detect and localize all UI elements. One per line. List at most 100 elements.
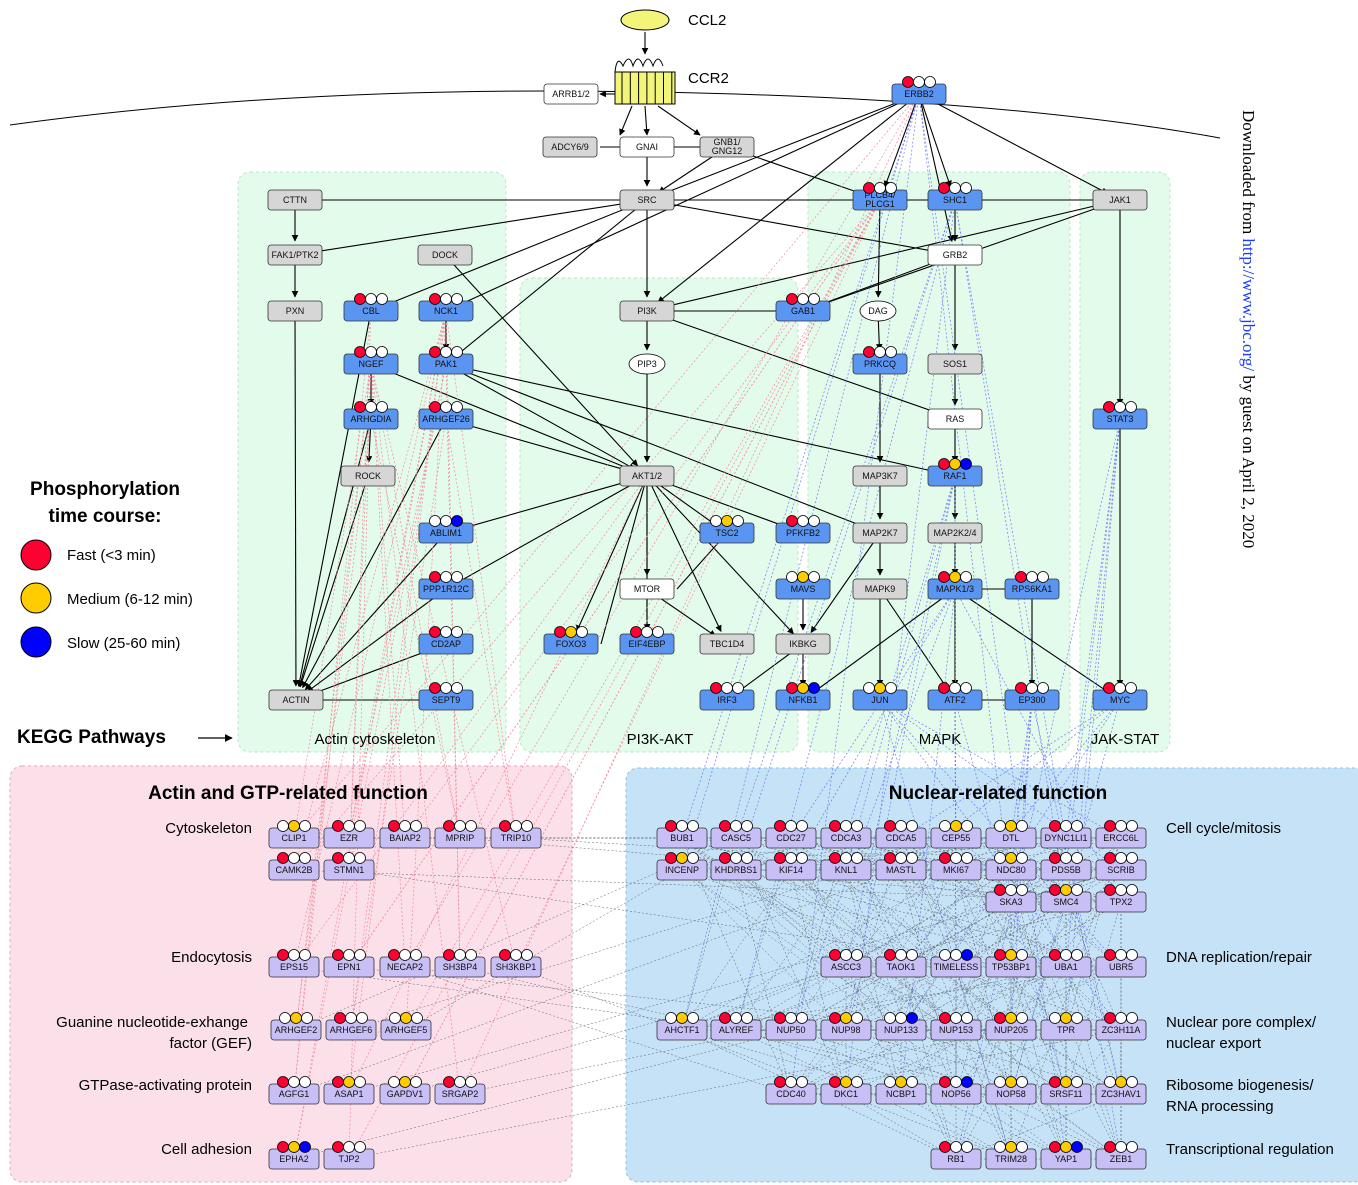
node-ablim1[interactable]: ABLIM1 — [418, 515, 474, 544]
node-rps6ka1[interactable]: RPS6KA1 — [1004, 571, 1060, 600]
node-nup133[interactable]: NUP133 — [875, 1012, 927, 1041]
node-tp53bp1[interactable]: TP53BP1 — [985, 949, 1037, 978]
node-prkcq[interactable]: PRKCQ — [852, 346, 908, 375]
node-necap2[interactable]: NECAP2 — [379, 949, 431, 978]
node-mki67[interactable]: MKI67 — [930, 852, 982, 881]
node-ska3[interactable]: SKA3 — [985, 884, 1037, 913]
node-ezr[interactable]: EZR — [323, 820, 375, 849]
node-srgap2[interactable]: SRGAP2 — [434, 1076, 486, 1105]
node-fak1-ptk2[interactable]: FAK1/PTK2 — [267, 244, 323, 266]
node-nup153[interactable]: NUP153 — [930, 1012, 982, 1041]
node-ppp1r12c[interactable]: PPP1R12C — [418, 571, 474, 600]
node-sos1[interactable]: SOS1 — [927, 353, 983, 375]
node-nfkb1[interactable]: NFKB1 — [775, 682, 831, 711]
node-dkc1[interactable]: DKC1 — [820, 1076, 872, 1105]
node-mapk1-3[interactable]: MAPK1/3 — [927, 571, 983, 600]
node-src[interactable]: SRC — [619, 189, 675, 211]
node-sh3bp4[interactable]: SH3BP4 — [434, 949, 486, 978]
node-plcb4-plcg1[interactable]: PLCB4/PLCG1 — [852, 182, 908, 211]
node-pds5b[interactable]: PDS5B — [1040, 852, 1092, 881]
node-nop56[interactable]: NOP56 — [930, 1076, 982, 1105]
node-ncbp1[interactable]: NCBP1 — [875, 1076, 927, 1105]
node-stat3[interactable]: STAT3 — [1092, 401, 1148, 430]
node-jak1[interactable]: JAK1 — [1092, 189, 1148, 211]
node-cbl[interactable]: CBL — [343, 293, 399, 322]
node-ngef[interactable]: NGEF — [343, 346, 399, 375]
node-nop58[interactable]: NOP58 — [985, 1076, 1037, 1105]
node-erbb2[interactable]: ERBB2 — [891, 76, 947, 105]
node-tpx2[interactable]: TPX2 — [1095, 884, 1147, 913]
node-arhgef5[interactable]: ARHGEF5 — [380, 1012, 432, 1041]
node-srsf11[interactable]: SRSF11 — [1040, 1076, 1092, 1105]
node-epn1[interactable]: EPN1 — [323, 949, 375, 978]
node-cdca5[interactable]: CDCA5 — [875, 820, 927, 849]
node-mtor[interactable]: MTOR — [619, 578, 675, 600]
node-cdc27[interactable]: CDC27 — [765, 820, 817, 849]
node-ercc6l[interactable]: ERCC6L — [1095, 820, 1147, 849]
node-shc1[interactable]: SHC1 — [927, 182, 983, 211]
node-agfg1[interactable]: AGFG1 — [268, 1076, 320, 1105]
node-mastl[interactable]: MASTL — [875, 852, 927, 881]
node-tsc2[interactable]: TSC2 — [699, 515, 755, 544]
node-alyref[interactable]: ALYREF — [710, 1012, 762, 1041]
node-foxo3[interactable]: FOXO3 — [543, 626, 599, 655]
node-akt1-2[interactable]: AKT1/2 — [619, 465, 675, 487]
node-zc3hav1[interactable]: ZC3HAV1 — [1095, 1076, 1147, 1105]
node-irf3[interactable]: IRF3 — [699, 682, 755, 711]
node-ep300[interactable]: EP300 — [1004, 682, 1060, 711]
node-gnb1-gng12[interactable]: GNB1/GNG12 — [699, 136, 755, 158]
node-casc5[interactable]: CASC5 — [710, 820, 762, 849]
node-pak1[interactable]: PAK1 — [418, 346, 474, 375]
node-pxn[interactable]: PXN — [267, 300, 323, 322]
node-epha2[interactable]: EPHA2 — [268, 1141, 320, 1170]
node-arhgef26[interactable]: ARHGEF26 — [418, 401, 474, 430]
node-cd2ap[interactable]: CD2AP — [418, 626, 474, 655]
node-cdca3[interactable]: CDCA3 — [820, 820, 872, 849]
node-arrb1-2[interactable]: ARRB1/2 — [543, 83, 599, 105]
node-eps15[interactable]: EPS15 — [268, 949, 320, 978]
node-pfkfb2[interactable]: PFKFB2 — [775, 515, 831, 544]
node-taok1[interactable]: TAOK1 — [875, 949, 927, 978]
node-mapk9[interactable]: MAPK9 — [852, 578, 908, 600]
node-cep55[interactable]: CEP55 — [930, 820, 982, 849]
node-scrib[interactable]: SCRIB — [1095, 852, 1147, 881]
node-mavs[interactable]: MAVS — [775, 571, 831, 600]
node-ascc3[interactable]: ASCC3 — [820, 949, 872, 978]
node-dag[interactable]: DAG — [859, 300, 897, 322]
node-clip1[interactable]: CLIP1 — [268, 820, 320, 849]
node-zeb1[interactable]: ZEB1 — [1095, 1141, 1147, 1170]
node-ubr5[interactable]: UBR5 — [1095, 949, 1147, 978]
node-bub1[interactable]: BUB1 — [656, 820, 708, 849]
watermark-link[interactable]: http://www.jbc.org/ — [1239, 238, 1258, 372]
node-gnai[interactable]: GNAI — [619, 136, 675, 158]
node-myc[interactable]: MYC — [1092, 682, 1148, 711]
node-uba1[interactable]: UBA1 — [1040, 949, 1092, 978]
node-dtl[interactable]: DTL — [985, 820, 1037, 849]
node-cttn[interactable]: CTTN — [267, 189, 323, 211]
node-arhgef6[interactable]: ARHGEF6 — [325, 1012, 377, 1041]
node-nup205[interactable]: NUP205 — [985, 1012, 1037, 1041]
node-tjp2[interactable]: TJP2 — [323, 1141, 375, 1170]
node-gapdv1[interactable]: GAPDV1 — [379, 1076, 431, 1105]
node-cdc40[interactable]: CDC40 — [765, 1076, 817, 1105]
node-sept9[interactable]: SEPT9 — [418, 682, 474, 711]
node-zc3h11a[interactable]: ZC3H11A — [1095, 1012, 1147, 1041]
node-arhgef2[interactable]: ARHGEF2 — [270, 1012, 322, 1041]
node-smc4[interactable]: SMC4 — [1040, 884, 1092, 913]
node-eif4ebp[interactable]: EIF4EBP — [619, 626, 675, 655]
node-tbc1d4[interactable]: TBC1D4 — [699, 633, 755, 655]
node-adcy6-9[interactable]: ADCY6/9 — [542, 136, 598, 158]
node-tpr[interactable]: TPR — [1040, 1012, 1092, 1041]
node-timeless[interactable]: TIMELESS — [930, 949, 982, 978]
node-dock[interactable]: DOCK — [417, 244, 473, 266]
node-kif14[interactable]: KIF14 — [765, 852, 817, 881]
node-gab1[interactable]: GAB1 — [775, 293, 831, 322]
node-incenp[interactable]: INCENP — [656, 852, 708, 881]
node-rb1[interactable]: RB1 — [930, 1141, 982, 1170]
node-ahctf1[interactable]: AHCTF1 — [656, 1012, 708, 1041]
node-ndc80[interactable]: NDC80 — [985, 852, 1037, 881]
node-ras[interactable]: RAS — [927, 408, 983, 430]
node-actin[interactable]: ACTIN — [268, 689, 324, 711]
node-pip3[interactable]: PIP3 — [628, 353, 666, 375]
node-nck1[interactable]: NCK1 — [418, 293, 474, 322]
